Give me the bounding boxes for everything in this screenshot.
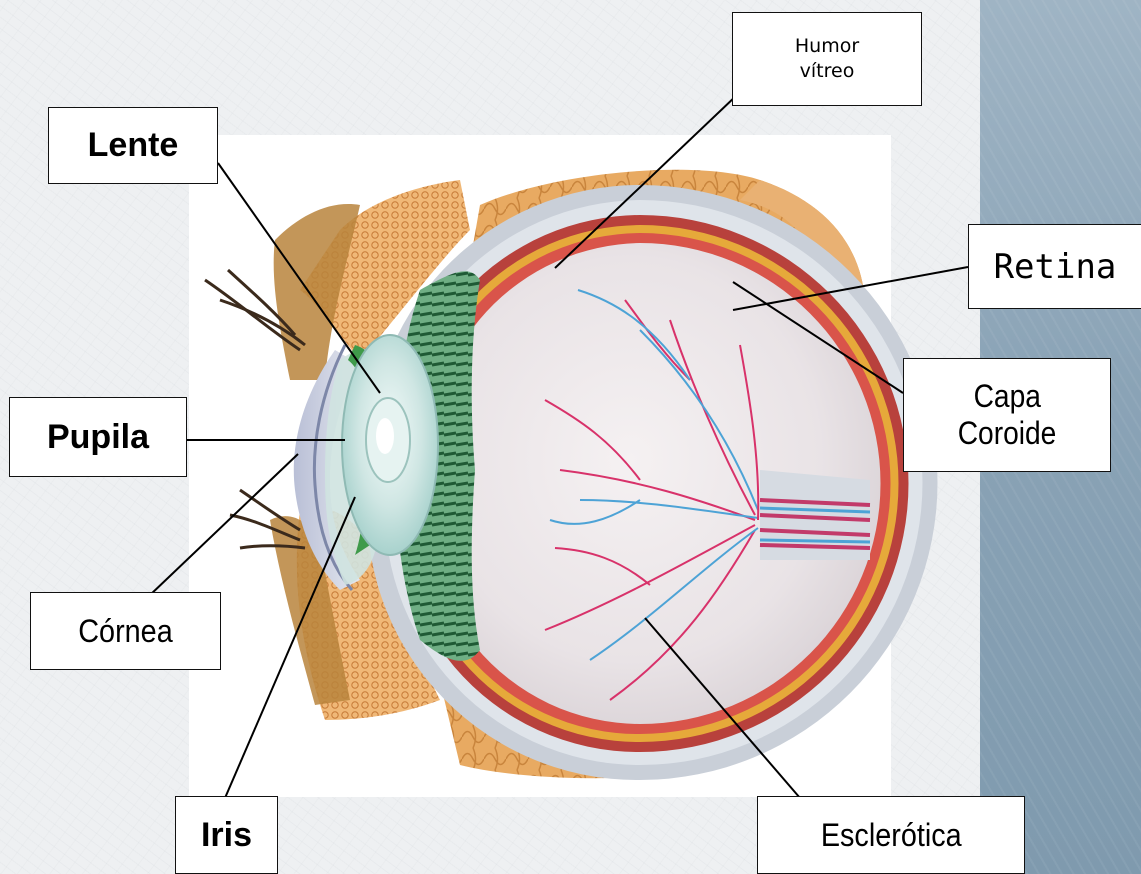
label-capa-line1: Capa <box>973 378 1040 415</box>
label-humor-vitreo: Humor vítreo <box>732 12 922 106</box>
label-retina: Retina <box>968 224 1141 309</box>
label-capa-line2: Coroide <box>958 415 1057 452</box>
label-pupila-text: Pupila <box>47 418 149 457</box>
label-humor-line2: vítreo <box>800 59 855 84</box>
label-lente-text: Lente <box>88 126 179 165</box>
label-capa-coroide: Capa Coroide <box>903 358 1111 472</box>
label-esclerotica: Esclerótica <box>757 796 1025 874</box>
label-lente: Lente <box>48 107 218 184</box>
label-humor-line1: Humor <box>795 34 859 59</box>
label-cornea-text: Córnea <box>78 613 172 650</box>
label-retina-text: Retina <box>994 247 1117 287</box>
lens <box>342 335 438 555</box>
label-cornea: Córnea <box>30 592 221 670</box>
optic-nerve <box>760 470 870 560</box>
label-pupila: Pupila <box>9 397 187 477</box>
label-iris-text: Iris <box>201 816 252 855</box>
label-iris: Iris <box>175 796 278 874</box>
label-esclerotica-text: Esclerótica <box>821 817 962 854</box>
